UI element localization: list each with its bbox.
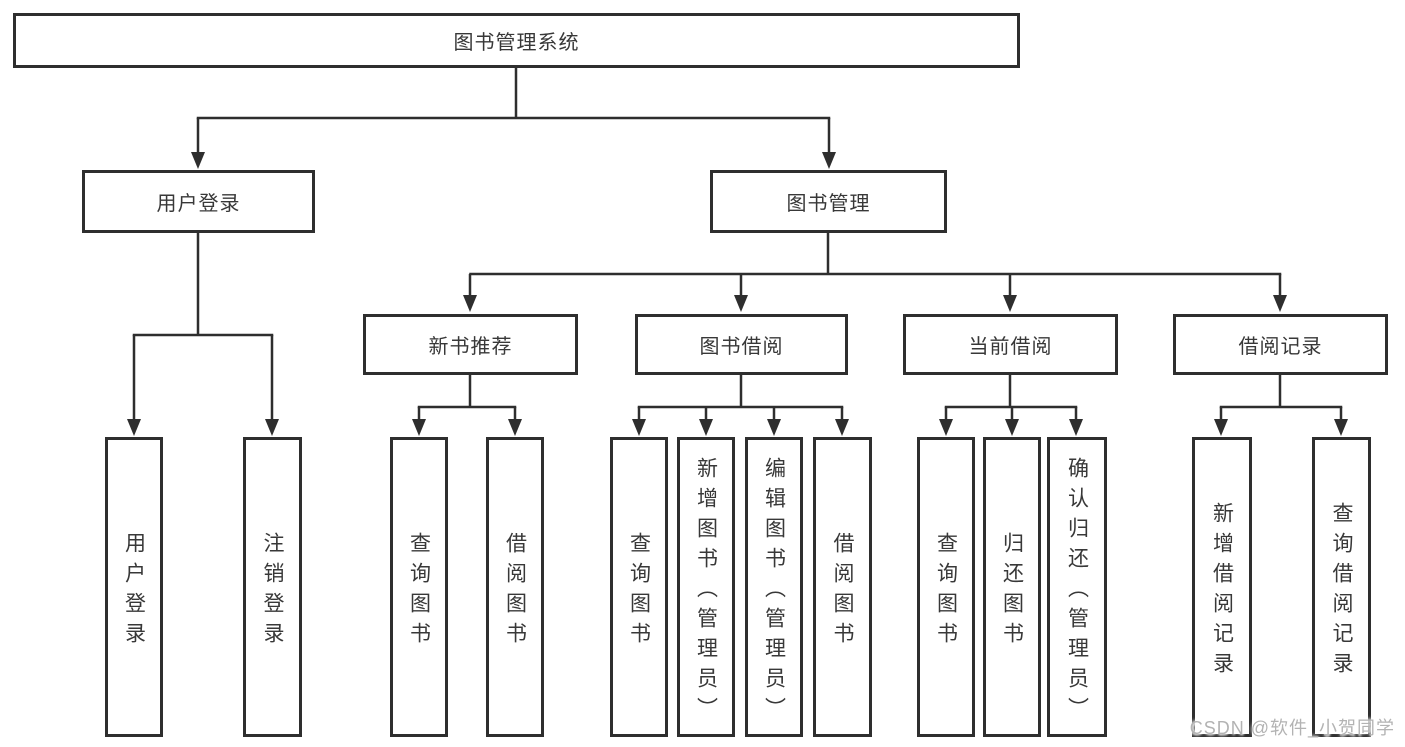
connector-borrowing-to-leaves [632,375,849,436]
node-label: 用户登录 [156,193,241,215]
node-leaf-confirm-return-admin: 确认归还（管理员） [1047,437,1107,737]
node-label: 借阅图书 [503,531,527,652]
connector-records-to-leaves [1214,375,1348,436]
node-label: 注销登录 [261,531,284,652]
node-current-borrowing: 当前借阅 [903,314,1118,375]
node-leaf-query-borrow-record: 查询借阅记录 [1312,437,1371,737]
node-label: 查询图书 [934,531,958,652]
node-book-management: 图书管理 [710,170,947,233]
node-label: 查询图书 [407,531,431,652]
node-new-book-recommend: 新书推荐 [363,314,578,375]
connector-newbooks-to-leaves [412,375,522,436]
node-leaf-add-borrow-record: 新增借阅记录 [1192,437,1252,737]
node-label: 图书借阅 [699,336,784,358]
connector-userlogin-to-leaves [127,233,279,436]
connector-root-to-level2 [191,68,836,169]
node-label: 图书管理系统 [453,32,580,54]
connector-current-to-leaves [939,375,1083,436]
node-root-system: 图书管理系统 [13,13,1020,68]
node-label: 新书推荐 [428,336,513,358]
node-label: 编辑图书（管理员） [762,456,786,727]
node-label: 用户登录 [122,531,146,652]
node-label: 查询图书 [627,531,651,652]
node-book-borrowing: 图书借阅 [635,314,848,375]
node-label: 借阅图书 [831,531,854,652]
node-label: 新增图书（管理员） [694,456,718,727]
node-leaf-edit-books-admin: 编辑图书（管理员） [745,437,803,737]
node-label: 归还图书 [1000,531,1024,652]
node-leaf-query-books-current: 查询图书 [917,437,975,737]
node-leaf-return-books: 归还图书 [983,437,1041,737]
node-label: 图书管理 [786,193,871,215]
connector-bookmgmt-to-level3 [463,233,1287,312]
node-leaf-logout: 注销登录 [243,437,302,737]
node-user-login: 用户登录 [82,170,315,233]
node-label: 借阅记录 [1238,336,1323,358]
node-leaf-add-books-admin: 新增图书（管理员） [677,437,735,737]
node-label: 查询借阅记录 [1330,501,1353,682]
node-leaf-borrow-books-recommend: 借阅图书 [486,437,544,737]
node-leaf-borrow-books-borrowing: 借阅图书 [813,437,872,737]
node-borrow-records: 借阅记录 [1173,314,1388,375]
node-leaf-user-login: 用户登录 [105,437,163,737]
node-leaf-query-books-recommend: 查询图书 [390,437,448,737]
node-label: 确认归还（管理员） [1065,456,1089,727]
csdn-watermark: CSDN @软件_小贺同学 [1189,718,1395,738]
node-leaf-query-books-borrowing: 查询图书 [610,437,668,737]
node-label: 新增借阅记录 [1210,501,1234,682]
node-label: 当前借阅 [968,336,1053,358]
